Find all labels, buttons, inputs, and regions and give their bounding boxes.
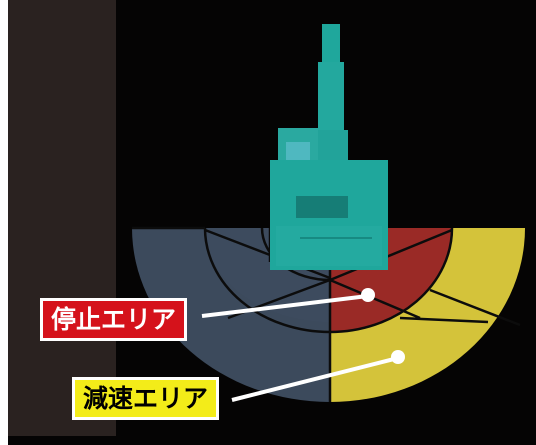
excavator-icon xyxy=(270,24,388,270)
slow-area-label: 減速エリア xyxy=(72,377,220,420)
slow-area-pointer xyxy=(231,350,405,402)
stop-area-pointer xyxy=(201,288,375,318)
stop-area-label: 停止エリア xyxy=(40,298,188,341)
side-shadow xyxy=(8,0,116,436)
